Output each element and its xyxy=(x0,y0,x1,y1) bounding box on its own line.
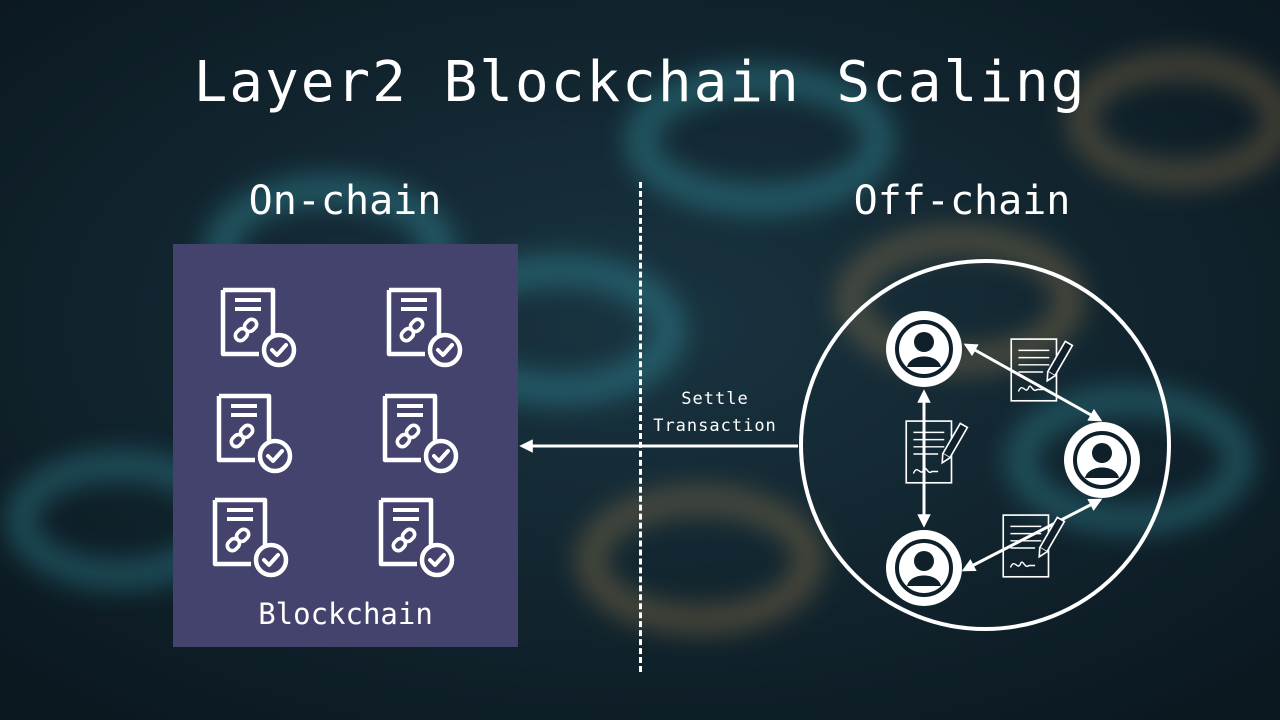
channel-arrow-bottom-right xyxy=(961,498,1103,572)
signed-contract-icon xyxy=(905,420,969,484)
user-icon xyxy=(884,528,964,608)
offchain-heading: Off-chain xyxy=(853,178,1071,224)
settle-line-2: Transaction xyxy=(653,416,777,436)
settle-line-1: Settle xyxy=(681,389,749,409)
settle-transaction-label: Settle Transaction xyxy=(640,386,790,440)
blockchain-label: Blockchain xyxy=(258,597,433,631)
user-icon xyxy=(884,309,964,389)
user-icon xyxy=(1062,420,1142,500)
channel-arrow-top-right xyxy=(963,343,1103,422)
dashed-divider xyxy=(639,182,642,672)
offchain-network-circle xyxy=(799,259,1171,631)
blockchain-box: Blockchain xyxy=(173,244,518,647)
signed-contract-icon xyxy=(1010,338,1074,402)
onchain-heading: On-chain xyxy=(248,178,442,224)
page-title: Layer2 Blockchain Scaling xyxy=(193,50,1087,115)
